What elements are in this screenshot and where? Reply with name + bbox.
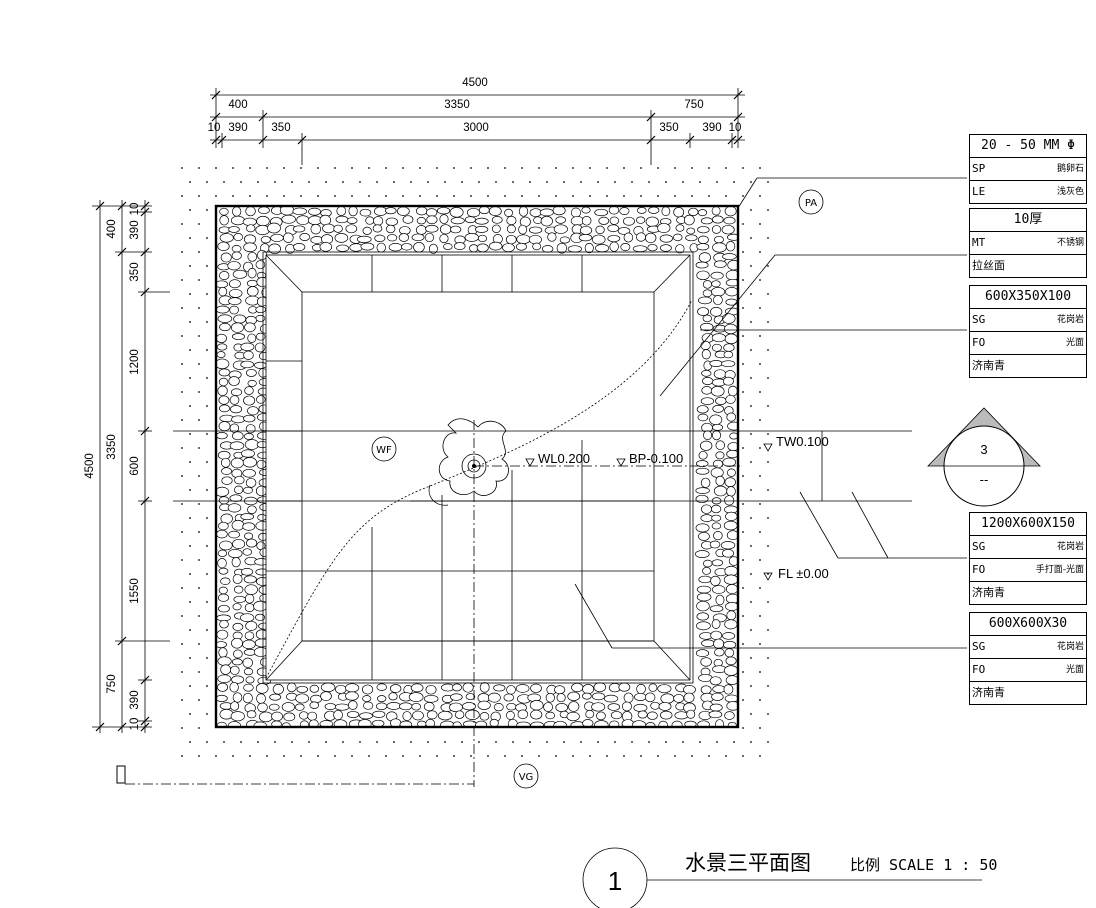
bp-level: BP-0.100 bbox=[629, 451, 683, 466]
left-dim-r2-3: 350 bbox=[129, 262, 141, 281]
top-dim-2: 3350 bbox=[444, 99, 470, 111]
legend-value: 光面 bbox=[1065, 338, 1084, 348]
legend-code: SP bbox=[972, 162, 986, 175]
left-dim-overall: 4500 bbox=[84, 453, 96, 479]
legend-code: 拉丝面 bbox=[972, 259, 1005, 272]
fountain-icon bbox=[428, 418, 509, 506]
legend-value: 花岗岩 bbox=[1056, 315, 1084, 325]
wf-tag-circle bbox=[371, 436, 397, 462]
legend-table: 10厚 MT 不锈钢拉丝面 bbox=[969, 208, 1087, 278]
legend-code: FO bbox=[972, 663, 986, 676]
legend-value: 花岗岩 bbox=[1056, 542, 1084, 552]
top-dim-r2-3: 350 bbox=[271, 122, 290, 134]
pa-tag: PA bbox=[805, 198, 817, 209]
legend-code: SG bbox=[972, 540, 986, 553]
vg-tag: VG bbox=[519, 772, 534, 783]
legend-code: MT bbox=[972, 236, 986, 249]
top-dim-r2-7: 10 bbox=[729, 122, 742, 134]
vg-tag-circle bbox=[513, 763, 539, 789]
top-dim-r2-6: 390 bbox=[702, 122, 721, 134]
legend-value: 不锈钢 bbox=[1056, 238, 1084, 248]
wl-level: WL0.200 bbox=[538, 451, 590, 466]
break-curve bbox=[265, 299, 693, 679]
pa-tag-circle bbox=[798, 189, 824, 215]
legend-code: LE bbox=[972, 185, 986, 198]
legend-title: 1200X600X150 bbox=[970, 513, 1086, 536]
legend-row: FO 光面 bbox=[970, 332, 1086, 355]
title-number: 1 bbox=[608, 866, 622, 896]
top-dim-r2-1: 10 bbox=[208, 122, 221, 134]
left-dim-3: 750 bbox=[106, 674, 118, 693]
top-dim-1: 400 bbox=[228, 99, 247, 111]
left-dim-1: 400 bbox=[106, 219, 118, 238]
leader-lines bbox=[574, 177, 967, 649]
left-dimensions bbox=[92, 200, 170, 733]
top-dim-r2-4: 3000 bbox=[463, 122, 489, 134]
section-number: 3 bbox=[980, 442, 987, 457]
legend-row: SG 花岗岩 bbox=[970, 536, 1086, 559]
legend-title: 10厚 bbox=[970, 209, 1086, 232]
section-sheet: -- bbox=[980, 472, 989, 487]
legend-code: SG bbox=[972, 640, 986, 653]
legend-code: FO bbox=[972, 563, 986, 576]
view-mark bbox=[116, 765, 126, 784]
legend-code: 济南青 bbox=[972, 359, 1005, 372]
legend-row: MT 不锈钢 bbox=[970, 232, 1086, 255]
legend-row: LE 浅灰色 bbox=[970, 181, 1086, 203]
legend-value: 鹅卵石 bbox=[1056, 164, 1084, 174]
legend-row: 济南青 bbox=[970, 582, 1086, 604]
left-dim-r2-8: 10 bbox=[129, 718, 141, 731]
wf-tag: WF bbox=[376, 445, 392, 456]
legend-row: 济南青 bbox=[970, 355, 1086, 377]
legend-row: FO 光面 bbox=[970, 659, 1086, 682]
top-dim-r2-5: 350 bbox=[659, 122, 678, 134]
section-lines bbox=[173, 420, 912, 787]
legend-row: SG 花岗岩 bbox=[970, 309, 1086, 332]
legend-title: 20 - 50 MM Φ bbox=[970, 135, 1086, 158]
left-dim-r2-4: 1200 bbox=[129, 349, 141, 375]
legend-code: 济南青 bbox=[972, 586, 1005, 599]
legend-code: 济南青 bbox=[972, 686, 1005, 699]
top-dim-3: 750 bbox=[684, 99, 703, 111]
left-dim-r2-6: 1550 bbox=[129, 578, 141, 604]
inner-wall bbox=[265, 254, 691, 681]
top-dim-r2-2: 390 bbox=[228, 122, 247, 134]
legend-table: 20 - 50 MM Φ SP 鹅卵石 LE 浅灰色 bbox=[969, 134, 1087, 204]
drawing-scale: 比例 SCALE 1 : 50 bbox=[850, 856, 997, 874]
legend-value: 浅灰色 bbox=[1056, 187, 1084, 197]
top-dim-overall: 4500 bbox=[462, 77, 488, 89]
legend-row: SG 花岗岩 bbox=[970, 636, 1086, 659]
left-dim-2: 3350 bbox=[106, 434, 118, 460]
left-dim-r2-5: 600 bbox=[129, 456, 141, 475]
tw-level: TW0.100 bbox=[776, 434, 829, 449]
legend-code: SG bbox=[972, 313, 986, 326]
legend-title: 600X350X100 bbox=[970, 286, 1086, 309]
outer-wall bbox=[214, 204, 740, 729]
legend-row: FO 手打面-光面 bbox=[970, 559, 1086, 582]
inner-wall-edge bbox=[262, 251, 694, 684]
left-dim-r2-1: 10 bbox=[129, 203, 141, 216]
legend-row: 拉丝面 bbox=[970, 255, 1086, 277]
top-dimensions bbox=[210, 88, 745, 165]
coping-stones bbox=[265, 254, 691, 681]
legend-value: 光面 bbox=[1065, 665, 1084, 675]
pebble-border bbox=[216, 206, 738, 727]
left-dim-r2-7: 390 bbox=[129, 690, 141, 709]
legend-value: 手打面-光面 bbox=[1035, 565, 1084, 575]
legend-row: 济南青 bbox=[970, 682, 1086, 704]
fl-level: FL ±0.00 bbox=[778, 566, 829, 581]
legend-row: SP 鹅卵石 bbox=[970, 158, 1086, 181]
section-mark bbox=[927, 407, 1041, 507]
legend-value: 花岗岩 bbox=[1056, 642, 1084, 652]
legend-title: 600X600X30 bbox=[970, 613, 1086, 636]
legend-code: FO bbox=[972, 336, 986, 349]
planting-dots bbox=[181, 167, 769, 757]
drawing-title: 水景三平面图 bbox=[685, 851, 811, 875]
left-dim-r2-2: 390 bbox=[129, 220, 141, 239]
level-markers bbox=[525, 443, 773, 581]
